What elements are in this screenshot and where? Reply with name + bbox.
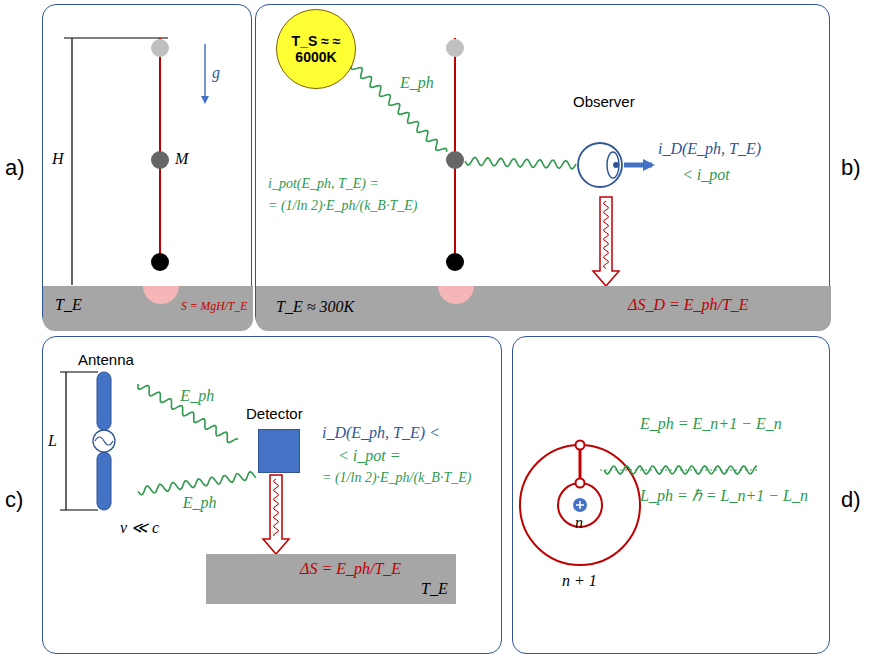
heat-arrow bbox=[263, 475, 289, 554]
panel-text: a) bbox=[5, 155, 25, 181]
orbit bbox=[520, 445, 640, 565]
ground-text: ΔS = E_ph/T_E bbox=[300, 560, 401, 578]
dimension-label: L bbox=[48, 432, 57, 450]
fall-line bbox=[159, 38, 161, 262]
ground-text: T_E ≈ 300K bbox=[276, 298, 354, 316]
panel: b)T_S ≈ ≈ 6000KObserverT_E ≈ 300KΔS_D = … bbox=[255, 4, 830, 330]
ground-text: T_E bbox=[421, 580, 448, 598]
ground: T_E ≈ 300K ΔS_D = E_ph/T_E bbox=[256, 286, 831, 331]
detector: Detector bbox=[236, 403, 316, 475]
antenna-text: Antenna bbox=[78, 351, 134, 368]
photon-connector bbox=[138, 472, 256, 495]
photon-label: E_ph bbox=[400, 74, 434, 92]
panel: c)AntennaDetectorΔS = E_ph/T_ET_E bbox=[42, 336, 502, 654]
mass-ball bbox=[446, 253, 464, 271]
formula: E_ph = E_n+1 − E_n bbox=[640, 415, 782, 433]
level-label: n bbox=[575, 514, 583, 532]
mass-ball bbox=[446, 39, 464, 57]
ground-text: T_E bbox=[55, 296, 82, 314]
oscillator bbox=[93, 430, 115, 452]
sun-text: T_S ≈ ≈ 6000K bbox=[283, 33, 349, 65]
observer-text: Observer bbox=[573, 93, 635, 110]
heat-wave bbox=[604, 201, 608, 269]
gravity-label: g bbox=[212, 64, 220, 82]
formula: L_ph = ℏ = L_n+1 − L_n bbox=[640, 484, 808, 506]
height-dimension bbox=[64, 38, 168, 285]
panel-text: b) bbox=[841, 155, 861, 181]
formula: i_D(E_ph, T_E) < bbox=[322, 424, 440, 442]
edge-label: E_ph bbox=[181, 494, 219, 512]
antenna: Antenna bbox=[76, 351, 138, 516]
heat-arrow bbox=[593, 197, 619, 286]
detector-text: Detector bbox=[246, 405, 303, 422]
ground: ΔS = E_ph/T_E T_E bbox=[206, 554, 456, 604]
panel: a)T_ES = MgH/T_E bbox=[42, 4, 252, 330]
formula: < i_pot bbox=[682, 166, 730, 184]
photon-connector bbox=[138, 384, 238, 443]
dimension-label: H bbox=[52, 150, 64, 168]
antenna-rod bbox=[97, 452, 111, 510]
info-arrow bbox=[624, 163, 652, 168]
length-dimension bbox=[60, 372, 98, 510]
sun: T_S ≈ ≈ 6000K bbox=[276, 9, 356, 89]
mass-ball bbox=[446, 151, 464, 169]
electron-jump bbox=[579, 449, 582, 479]
fall-line bbox=[454, 38, 456, 262]
observer: Observer bbox=[561, 93, 651, 197]
electron bbox=[576, 479, 585, 488]
detector-body bbox=[258, 429, 300, 473]
formula: = (1/ln 2)·E_ph/(k_B·T_E) bbox=[268, 198, 417, 214]
level-label: n + 1 bbox=[562, 572, 597, 590]
formula: < i_pot = bbox=[338, 447, 400, 465]
electron bbox=[576, 441, 585, 450]
nucleus bbox=[573, 498, 587, 512]
heat-wave bbox=[274, 479, 278, 536]
formula: = (1/ln 2)·E_ph/(k_B·T_E) bbox=[322, 470, 498, 486]
gravity-arrow bbox=[204, 44, 206, 102]
mass-ball bbox=[151, 151, 169, 169]
photon-wave bbox=[351, 64, 447, 152]
ground-text: S = MgH/T_E bbox=[181, 300, 247, 313]
ground: T_E S = MgH/T_E bbox=[43, 286, 253, 331]
eye bbox=[578, 143, 622, 187]
antenna-rod bbox=[97, 372, 111, 430]
formula: i_D(E_ph, T_E) bbox=[658, 140, 761, 158]
panel-text: d) bbox=[841, 487, 861, 513]
edge-label: E_ph bbox=[178, 387, 216, 405]
mass-label: M bbox=[175, 150, 188, 168]
ground-text: ΔS_D = E_ph/T_E bbox=[628, 296, 749, 314]
speed-label: v ≪ c bbox=[120, 518, 159, 537]
photon-wave bbox=[465, 158, 576, 169]
photon-wave bbox=[604, 466, 757, 474]
mass-ball bbox=[151, 39, 169, 57]
mass-ball bbox=[151, 253, 169, 271]
panel-text: c) bbox=[5, 487, 23, 513]
formula: i_pot(E_ph, T_E) = bbox=[268, 176, 379, 192]
